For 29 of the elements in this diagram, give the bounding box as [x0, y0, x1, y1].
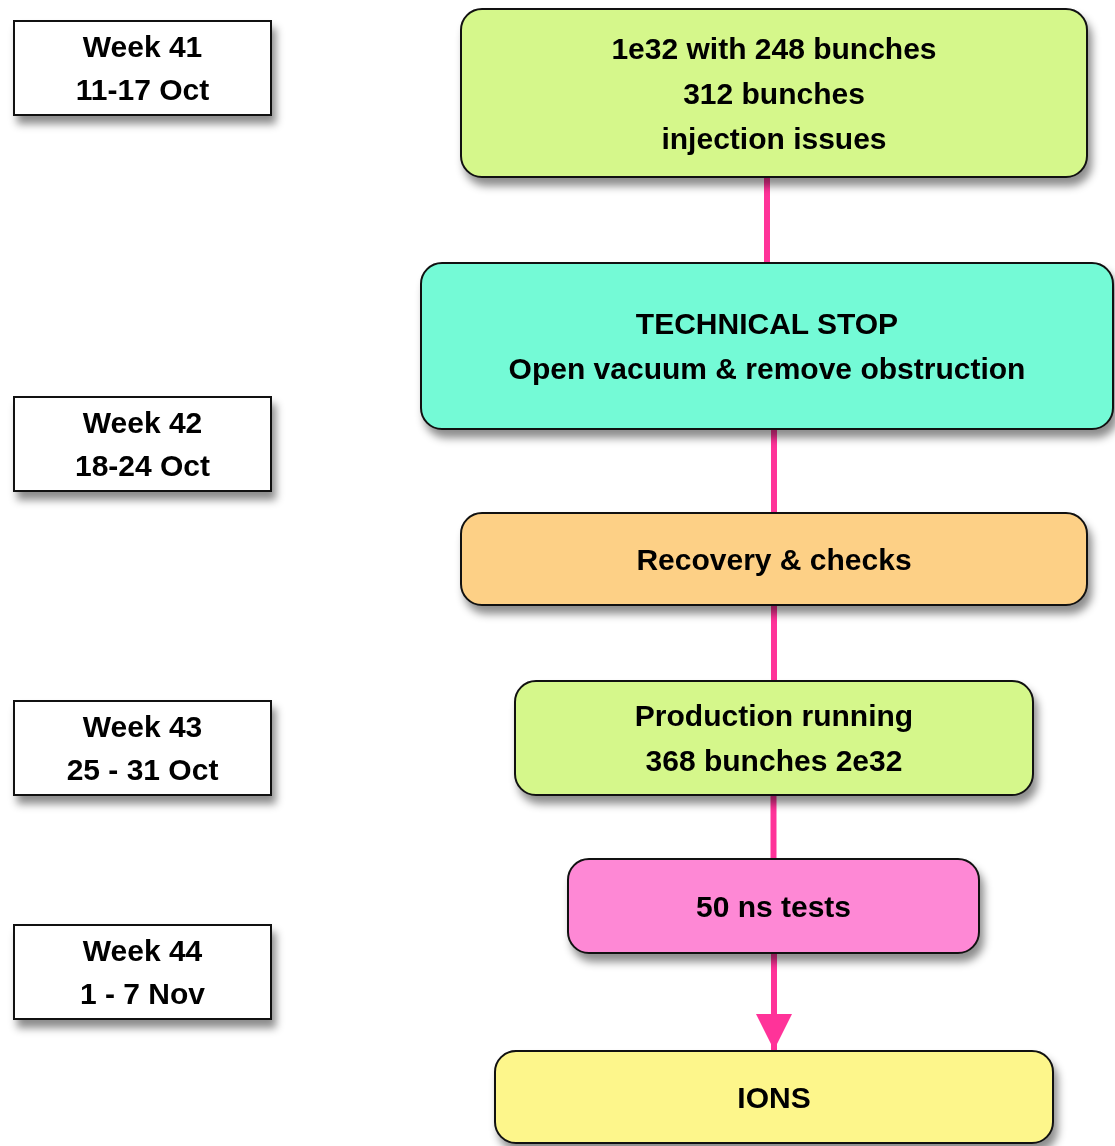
week-number: Week 41 [82, 29, 203, 65]
box-text: 312 bunches [683, 75, 865, 112]
box-text: injection issues [661, 120, 887, 157]
week-label-box [13, 924, 272, 1020]
box-text: 1e32 with 248 bunches [611, 30, 937, 67]
week-label-box [13, 700, 272, 796]
process-box [420, 262, 1114, 430]
box-text: IONS [737, 1079, 811, 1116]
process-box [514, 680, 1034, 796]
date-range: 18-24 Oct [74, 448, 211, 484]
box-text: Recovery & checks [636, 541, 912, 578]
week-label-box [13, 396, 272, 492]
date-range: 11-17 Oct [75, 72, 210, 108]
process-box [494, 1050, 1054, 1144]
week-number: Week 43 [82, 709, 203, 745]
box-text: 368 bunches 2e32 [645, 743, 903, 779]
process-box [460, 8, 1088, 178]
box-text: 50 ns tests [695, 888, 852, 925]
week-number: Week 42 [82, 405, 203, 441]
process-box [567, 858, 980, 954]
date-range: 1 - 7 Nov [79, 976, 205, 1012]
date-range: 25 - 31 Oct [66, 752, 219, 788]
connector-arrow [756, 954, 792, 1050]
process-box [460, 512, 1088, 606]
week-number: Week 44 [82, 933, 203, 969]
box-text: Open vacuum & remove obstruction [508, 351, 1026, 387]
box-text: TECHNICAL STOP [635, 306, 899, 342]
box-text: Production running [634, 698, 914, 734]
week-label-box [13, 20, 272, 116]
